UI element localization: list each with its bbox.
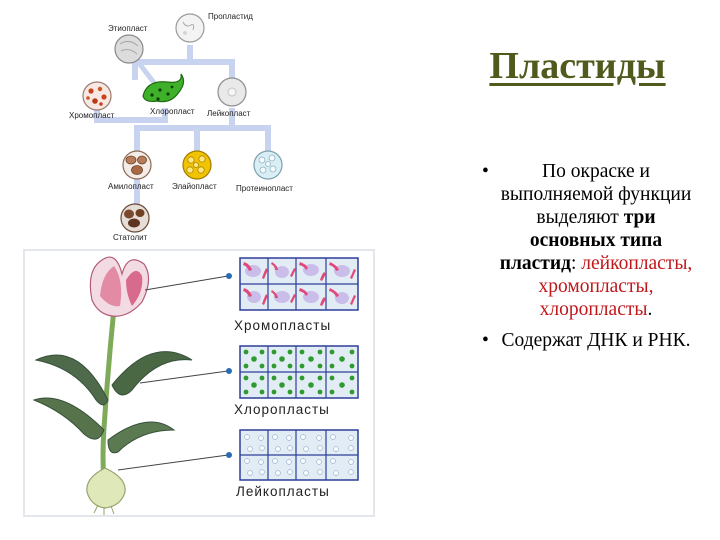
pointer-dot-chromo <box>226 273 232 279</box>
elaioplast-icon <box>182 150 212 180</box>
tree-branch-link <box>133 56 157 86</box>
tulip-leaf-left <box>34 354 109 406</box>
pointer-line-chromo <box>144 275 229 291</box>
leucoplast-icon <box>217 77 247 107</box>
amyloplast-icon <box>122 150 152 180</box>
pointer-dot-leuco <box>226 452 232 458</box>
statolith-icon <box>120 203 150 233</box>
chloroplasts-label: Хлоропласты <box>234 402 330 417</box>
tulip-flower <box>89 256 150 317</box>
amyloplast-label: Амилопласт <box>108 182 154 191</box>
proteinoplast-icon <box>253 150 283 180</box>
leucoplasts-label: Лейкопласты <box>236 484 330 499</box>
chromoplast-label: Хромопласт <box>69 111 115 120</box>
tulip-leaf-lower <box>32 397 105 440</box>
tulip-stem <box>100 307 117 484</box>
chloroplast-icon <box>142 73 185 103</box>
chloroplast-label: Хлоропласт <box>150 107 195 116</box>
proplastid-icon <box>175 13 205 43</box>
proteinoplast-label: Протеинопласт <box>236 184 293 193</box>
pointer-line-leuco <box>117 454 229 471</box>
figure-frame <box>23 249 375 517</box>
bullet-text-bold: три основных типа пластид <box>499 207 663 274</box>
tulip-leaf-right <box>111 351 193 396</box>
pointer-dot-chloro <box>226 368 232 374</box>
plastid-tree-diagram: Пропластид Этиопласт Хромопласт Хлоропла… <box>69 12 293 242</box>
bullet-item-dna: Содержат ДНК и РНК. <box>482 329 696 352</box>
leucoplast-label: Лейкопласт <box>207 109 251 118</box>
proplastid-label: Пропластид <box>208 12 253 21</box>
pointer-line-chloro <box>139 370 229 384</box>
tree-branches <box>94 45 271 205</box>
tulip-leaf-right-low <box>107 421 176 454</box>
bullet-text-types: лейкопласты, хромопласты, хлоропласты <box>538 253 693 320</box>
bullet-text-colon: : <box>570 253 582 274</box>
bullet-list: По окраске и выполняемой функции выделяю… <box>482 160 696 360</box>
etioplast-label: Этиопласт <box>108 24 148 33</box>
slide-title: Пластиды <box>489 45 666 87</box>
chloroplast-cells-panel <box>239 345 359 399</box>
leucoplast-cells-panel <box>239 429 359 481</box>
chromoplast-icon <box>82 81 112 111</box>
chromoplast-cells-panel <box>239 257 359 311</box>
statolith-label: Статолит <box>113 233 148 242</box>
elaioplast-label: Элайопласт <box>172 182 217 191</box>
chromoplasts-label: Хромопласты <box>234 318 331 333</box>
bullet-text-intro: По окраске и выполняемой функции выделяю… <box>500 161 692 228</box>
bullet-text-end: . <box>647 299 653 320</box>
tulip-bulb <box>86 467 126 515</box>
etioplast-icon <box>114 34 144 64</box>
bullet-item-types: По окраске и выполняемой функции выделяю… <box>482 160 696 321</box>
